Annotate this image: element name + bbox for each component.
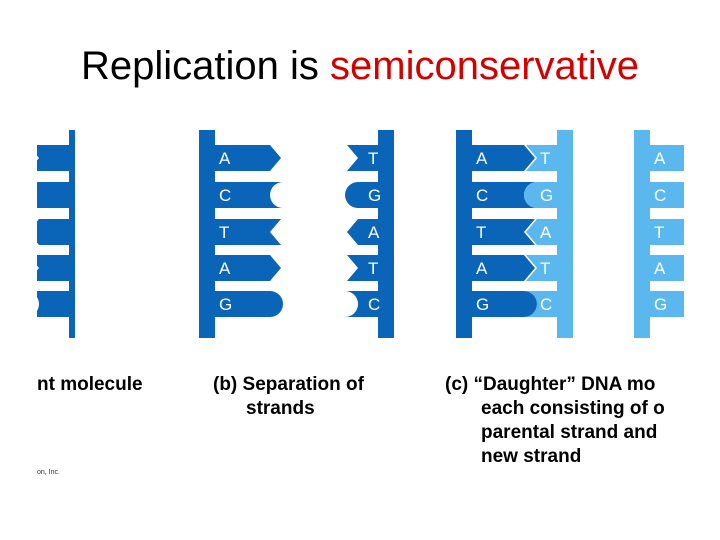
base-letter: G — [368, 186, 381, 205]
base-a — [37, 219, 69, 245]
strand-backbone — [557, 130, 573, 338]
base-letter: C — [654, 186, 666, 205]
base-letter: A — [476, 149, 488, 168]
base-t — [526, 145, 557, 171]
caption-a: nt molecule — [37, 373, 143, 397]
base-t — [215, 219, 281, 245]
base-letter: A — [82, 223, 94, 242]
caption-c-line: (c) “Daughter” DNA mo — [445, 374, 656, 395]
base-a — [472, 255, 535, 281]
base-letter: T — [82, 149, 92, 168]
caption-b-line: strands — [246, 398, 315, 419]
caption-b-line: (b) Separation of — [213, 374, 364, 395]
base-c — [215, 182, 283, 208]
base-letter: A — [654, 149, 666, 168]
base-letter: T — [82, 259, 92, 278]
caption-c-line: parental strand and — [481, 422, 658, 443]
base-g — [472, 291, 537, 317]
base-g — [524, 182, 557, 208]
base-letter: A — [540, 223, 552, 242]
base-a — [650, 145, 684, 171]
base-c — [472, 182, 537, 208]
base-t — [526, 255, 557, 281]
base-letter: G — [219, 295, 232, 314]
base-g — [345, 182, 378, 208]
caption-a-line: nt molecule — [37, 374, 143, 395]
page-title: Replication is semiconservative — [0, 44, 720, 89]
base-c — [650, 182, 684, 208]
caption-c: (c) “Daughter” DNA mo each consisting of… — [445, 373, 665, 469]
base-a — [526, 219, 557, 245]
base-g — [650, 291, 684, 317]
base-letter: T — [219, 223, 229, 242]
base-t — [347, 145, 378, 171]
strand-backbone — [456, 130, 472, 338]
base-letter: C — [368, 295, 380, 314]
base-letter: T — [654, 223, 664, 242]
base-letter: A — [219, 259, 231, 278]
base-t — [37, 255, 69, 281]
base-letter: T — [540, 259, 550, 278]
base-a — [472, 145, 535, 171]
strand-backbone — [69, 130, 75, 338]
base-letter: C — [540, 295, 552, 314]
base-letter: T — [368, 259, 378, 278]
base-t — [650, 219, 684, 245]
base-letter: G — [82, 186, 95, 205]
base-letter: G — [476, 295, 489, 314]
base-g — [37, 182, 69, 208]
base-letter: C — [219, 186, 231, 205]
base-c — [37, 291, 69, 317]
base-letter: A — [368, 223, 380, 242]
strand-backbone — [378, 130, 394, 338]
base-a — [347, 219, 378, 245]
base-letter: T — [540, 149, 550, 168]
base-letter: G — [654, 295, 667, 314]
base-a — [215, 145, 281, 171]
base-letter: G — [540, 186, 553, 205]
base-c — [345, 291, 378, 317]
caption-c-line: each consisting of o — [481, 398, 665, 419]
base-t — [472, 219, 535, 245]
base-c — [524, 291, 557, 317]
strand-backbone — [634, 130, 650, 338]
base-g — [215, 291, 283, 317]
base-a — [650, 255, 684, 281]
base-letter: A — [476, 259, 488, 278]
base-letter: A — [219, 149, 231, 168]
copyright-credit: on, Inc. — [37, 469, 60, 476]
title-highlight: semiconservative — [330, 44, 640, 88]
base-letter: T — [368, 149, 378, 168]
base-letter: C — [476, 186, 488, 205]
base-a — [215, 255, 281, 281]
caption-b: (b) Separation of strands — [213, 373, 364, 421]
base-t — [347, 255, 378, 281]
strand-backbone — [199, 130, 215, 338]
base-letter: A — [654, 259, 666, 278]
base-t — [37, 145, 69, 171]
base-letter: T — [476, 223, 486, 242]
base-letter: C — [82, 295, 94, 314]
title-prefix: Replication is — [80, 44, 330, 88]
caption-c-line: new strand — [481, 446, 582, 467]
